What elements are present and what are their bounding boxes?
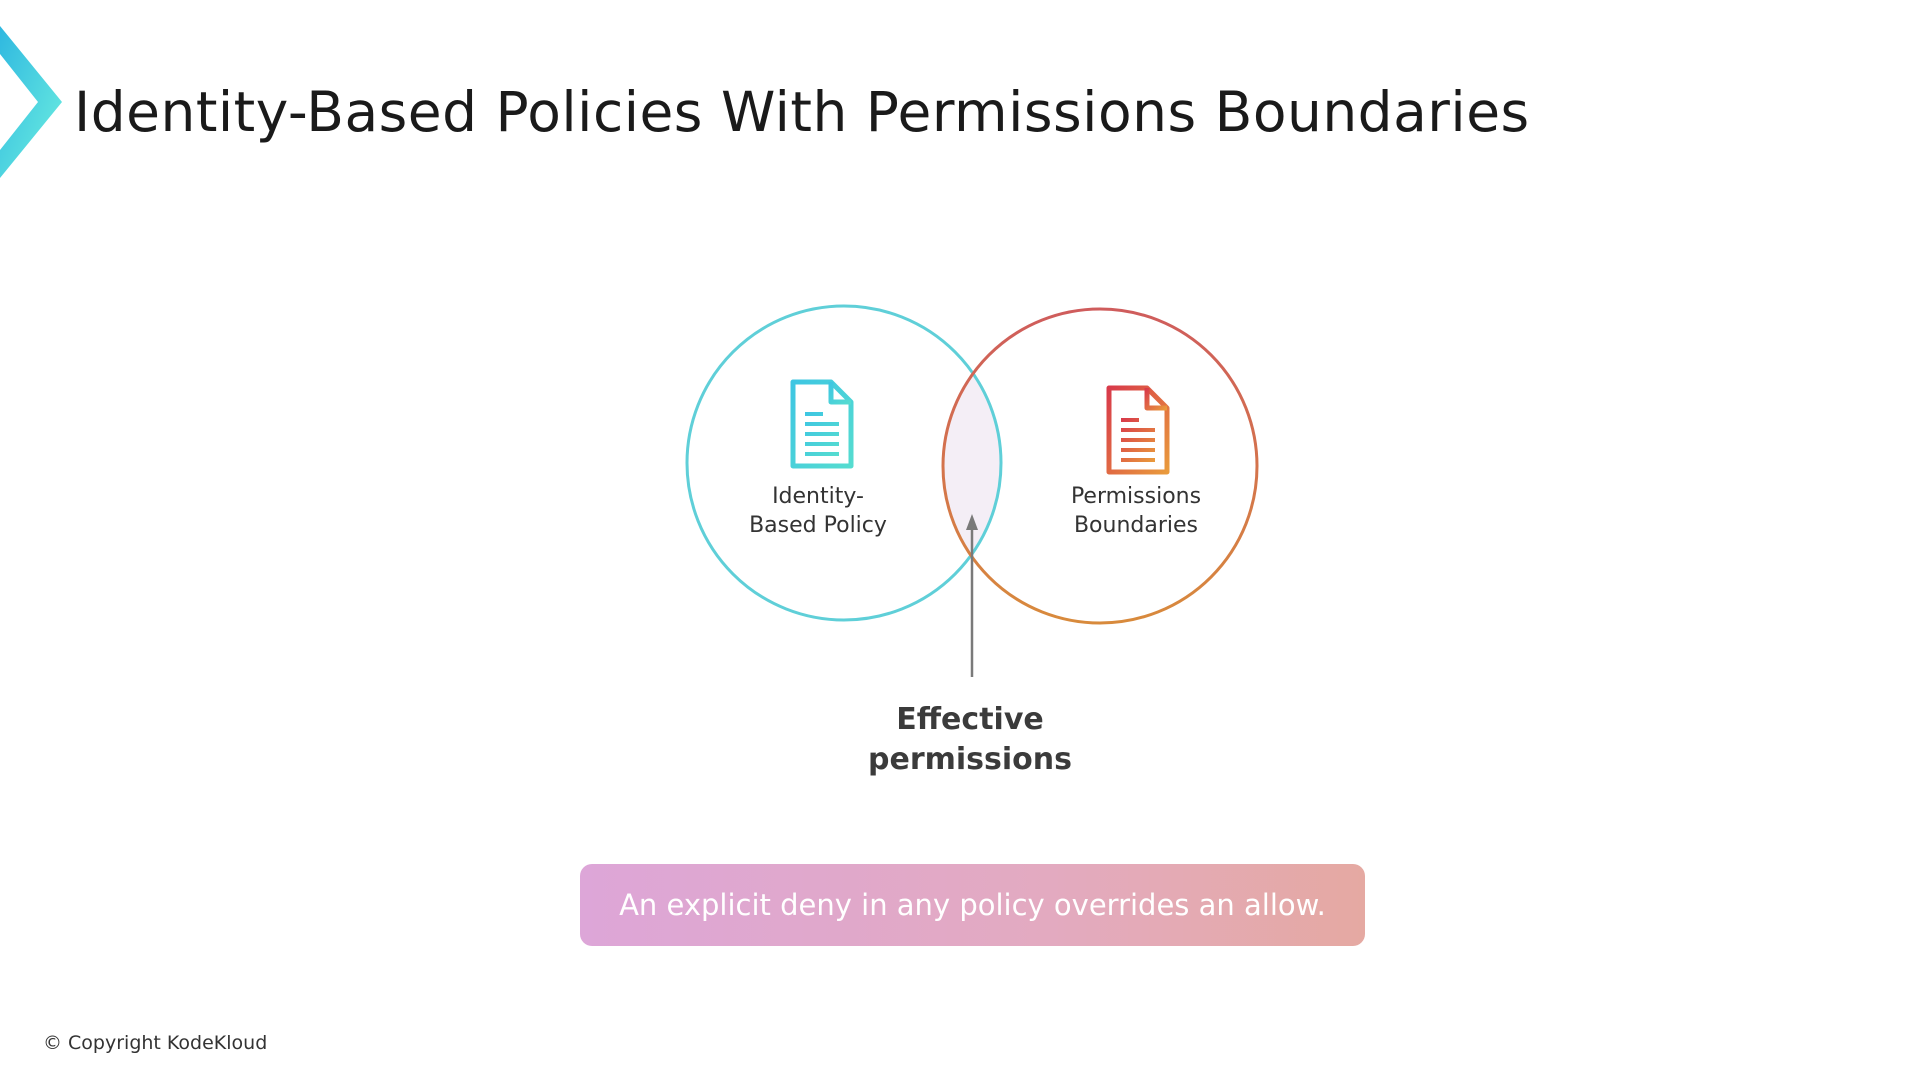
- effective-permissions-line-1: Effective: [896, 702, 1044, 737]
- permissions-boundary-label: Permissions Boundaries: [1016, 482, 1256, 540]
- identity-policy-label-line-1: Identity-: [772, 484, 864, 509]
- note-banner: An explicit deny in any policy overrides…: [580, 864, 1365, 946]
- effective-permissions-label: Effective permissions: [820, 700, 1120, 780]
- permissions-boundary-document-icon: [1106, 385, 1170, 475]
- identity-policy-label: Identity- Based Policy: [698, 482, 938, 540]
- identity-policy-document-icon: [790, 379, 854, 469]
- copyright-footer: © Copyright KodeKloud: [43, 1032, 268, 1054]
- permissions-boundary-label-line-1: Permissions: [1070, 484, 1202, 509]
- identity-policy-circle: [685, 304, 1003, 622]
- permissions-boundary-circle: [941, 307, 1259, 625]
- identity-policy-label-line-2: Based Policy: [749, 513, 887, 538]
- intersection-arrow: [966, 514, 978, 677]
- permissions-boundary-label-line-2: Boundaries: [1073, 513, 1199, 538]
- effective-permissions-line-2: permissions: [868, 742, 1072, 777]
- intersection-region: [943, 309, 1001, 620]
- note-text: An explicit deny in any policy overrides…: [619, 888, 1326, 922]
- slide-title: Identity-Based Policies With Permissions…: [74, 80, 1530, 144]
- brand-chevron-icon: [0, 26, 62, 178]
